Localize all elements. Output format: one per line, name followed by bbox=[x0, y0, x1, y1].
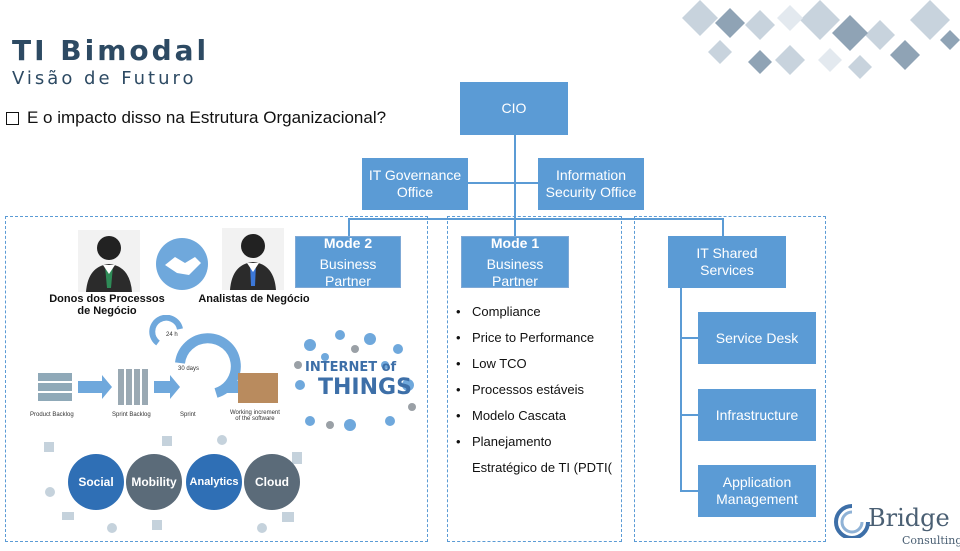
mode2-subtitle: Business Partner bbox=[319, 255, 377, 289]
infrastructure-box[interactable]: Infrastructure bbox=[698, 389, 816, 441]
internet-of-things-graphic bbox=[294, 330, 416, 431]
iot-text-line1: INTERNET of bbox=[305, 360, 397, 375]
connector-shared-vertical bbox=[680, 288, 682, 492]
sprint-label: Sprint bbox=[180, 412, 196, 418]
bullet-item: •Low TCO bbox=[456, 355, 527, 371]
bullet-item: •Compliance bbox=[456, 303, 541, 319]
mode1-bullet-list: •Compliance •Price to Performance •Low T… bbox=[456, 298, 612, 480]
logo-name: Bridge bbox=[868, 504, 950, 532]
connector-shared bbox=[722, 218, 724, 236]
iot-text-line2: THINGS bbox=[318, 375, 412, 400]
scrum-24h-label: 24 h bbox=[166, 332, 178, 338]
shared-services-box[interactable]: IT Shared Services bbox=[668, 236, 786, 288]
mode1-group bbox=[447, 216, 622, 542]
shared-services-group bbox=[634, 216, 826, 542]
connector-modes-horizontal bbox=[348, 218, 723, 220]
connector-mode1 bbox=[514, 218, 516, 236]
social-circle: Social bbox=[68, 454, 124, 510]
page-subtitle: Visão de Futuro bbox=[12, 68, 197, 89]
connector-app-mgmt bbox=[680, 490, 698, 492]
connector-infrastructure bbox=[680, 414, 698, 416]
analysts-label: Analistas de Negócio bbox=[198, 293, 310, 305]
handshake-icon bbox=[156, 238, 208, 290]
scrum-30days-label: 30 days bbox=[178, 366, 200, 372]
analytics-circle: Analytics bbox=[186, 454, 242, 510]
bridge-logo-icon bbox=[834, 504, 870, 538]
mode2-box[interactable]: Mode 2 Business Partner bbox=[295, 234, 401, 289]
mode2-title: Mode 2 bbox=[323, 234, 373, 251]
connector-service-desk bbox=[680, 337, 698, 339]
sprint-backlog-label: Sprint Backlog bbox=[112, 412, 151, 418]
mode2-group bbox=[5, 216, 428, 542]
cio-box[interactable]: CIO bbox=[460, 82, 568, 135]
bullet-item: •Modelo Cascata bbox=[456, 407, 566, 423]
bullet-item: •Planejamento bbox=[456, 433, 552, 449]
app-management-box[interactable]: Application Management bbox=[698, 465, 816, 517]
connector-cio-vertical bbox=[514, 135, 516, 219]
mode1-title: Mode 1 bbox=[490, 234, 540, 251]
product-backlog-label: Product Backlog bbox=[30, 412, 74, 418]
mode1-subtitle: Business Partner bbox=[486, 255, 544, 289]
logo-subtitle: Consulting bbox=[902, 534, 960, 547]
mode1-box[interactable]: Mode 1 Business Partner bbox=[461, 234, 569, 289]
bullet-item: •Price to Performance bbox=[456, 329, 595, 345]
smac-background-icons bbox=[44, 435, 302, 533]
cloud-circle: Cloud bbox=[244, 454, 300, 510]
scrum-process-diagram bbox=[38, 315, 278, 405]
info-security-box[interactable]: Information Security Office bbox=[538, 158, 644, 210]
business-analyst-person-icon bbox=[222, 228, 284, 290]
business-owner-person-icon bbox=[78, 230, 140, 292]
working-increment-label: Working increment of the software bbox=[230, 410, 280, 422]
bullet-item: •Processos estáveis bbox=[456, 381, 584, 397]
it-governance-box[interactable]: IT Governance Office bbox=[362, 158, 468, 210]
connector-offices bbox=[468, 182, 538, 184]
service-desk-box[interactable]: Service Desk bbox=[698, 312, 816, 364]
question-bullet: E o impacto disso na Estrutura Organizac… bbox=[6, 108, 386, 128]
checkbox-bullet-icon bbox=[6, 111, 19, 125]
mobility-circle: Mobility bbox=[126, 454, 182, 510]
bullet-item-continuation: Estratégico de TI (PDTI( bbox=[472, 459, 612, 475]
connector-mode2 bbox=[348, 218, 350, 236]
page-title: TI Bimodal bbox=[12, 34, 210, 67]
decorative-diamond-pattern bbox=[682, 0, 960, 79]
owners-label: Donos dos Processos de Negócio bbox=[49, 293, 165, 317]
question-text: E o impacto disso na Estrutura Organizac… bbox=[27, 108, 387, 127]
